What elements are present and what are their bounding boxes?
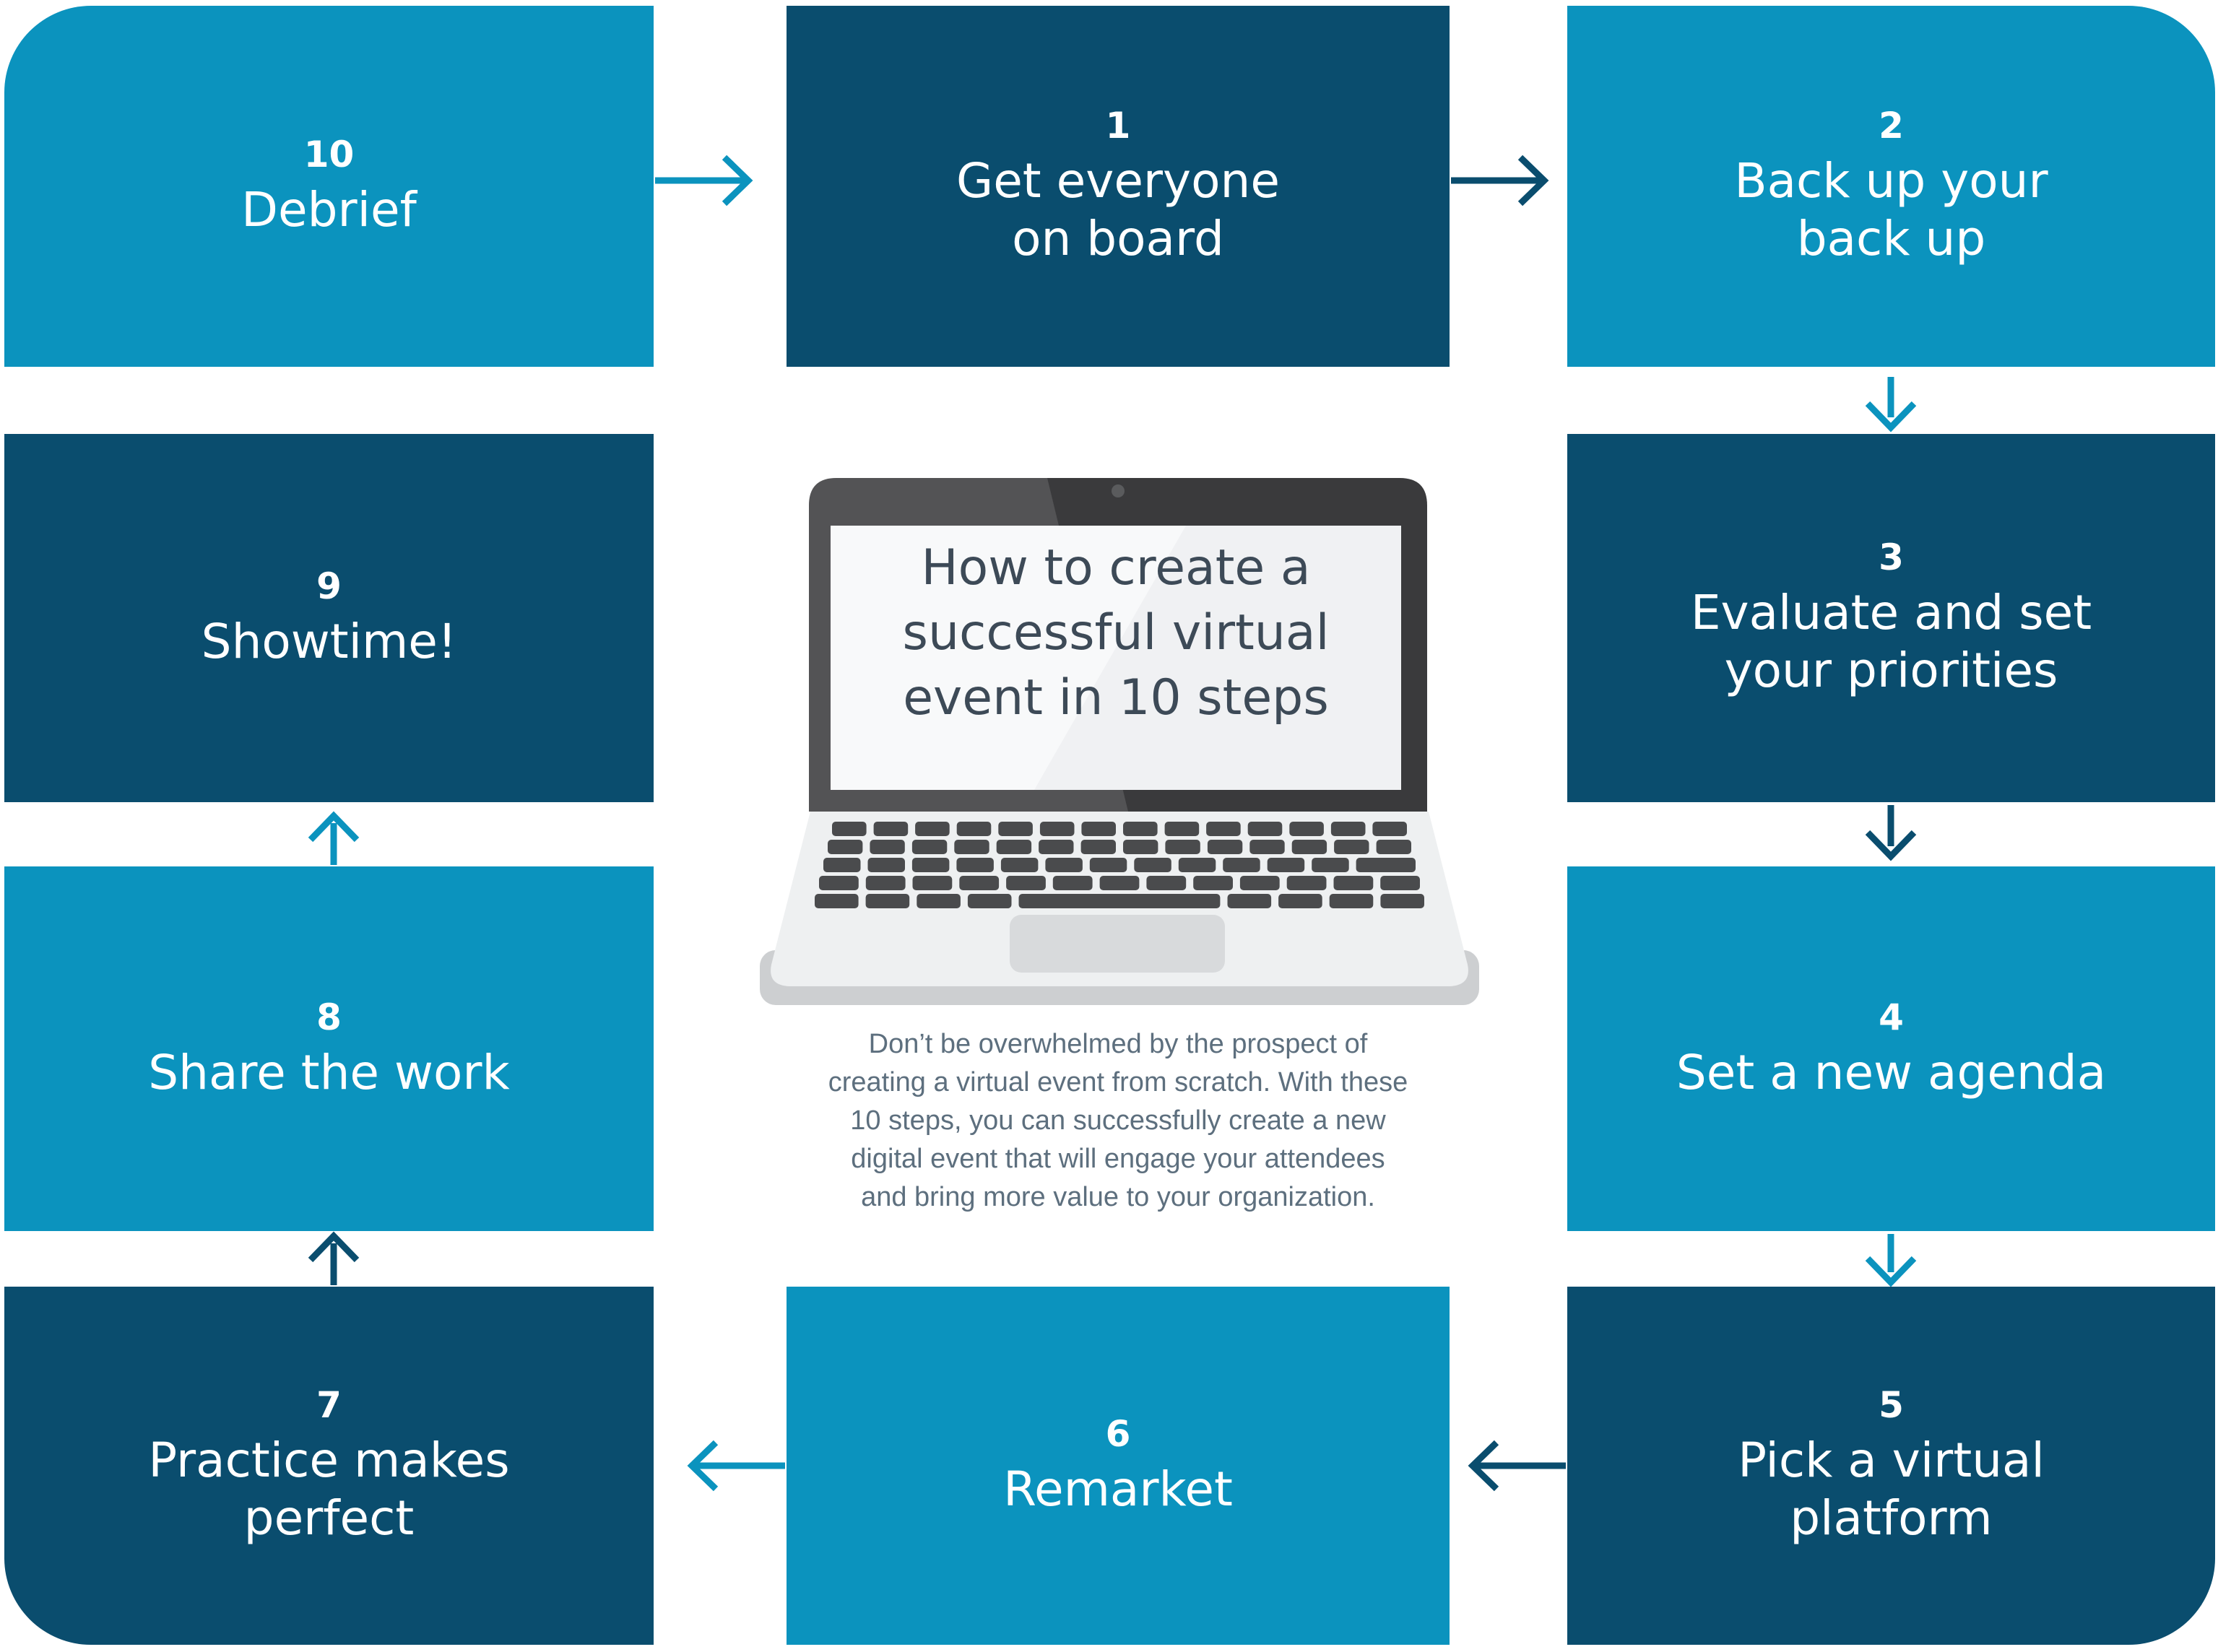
step-number: 10 bbox=[303, 134, 355, 175]
step-label: Set a new agenda bbox=[1676, 1044, 2107, 1100]
arrow-step1-to-step2 bbox=[1451, 155, 1549, 206]
arrow-step3-to-step4 bbox=[1865, 805, 1917, 861]
laptop-icon bbox=[760, 478, 1479, 1005]
step-box-5: 5 Pick a virtual platform bbox=[1567, 1287, 2215, 1645]
step-label: Evaluate and set your priorities bbox=[1690, 585, 2092, 698]
step-label: Debrief bbox=[241, 182, 417, 238]
arrow-step7-to-step8 bbox=[308, 1231, 360, 1285]
step-box-4: 4 Set a new agenda bbox=[1567, 866, 2215, 1231]
arrow-step10-to-step1 bbox=[655, 155, 753, 206]
step-number: 1 bbox=[1105, 105, 1131, 147]
step-number: 5 bbox=[1879, 1384, 1904, 1426]
step-label: Remarket bbox=[1003, 1461, 1233, 1517]
arrow-step6-to-step7 bbox=[687, 1440, 785, 1492]
trackpad bbox=[1010, 915, 1225, 973]
step-number: 3 bbox=[1879, 536, 1904, 578]
step-box-7: 7 Practice makes perfect bbox=[4, 1287, 654, 1645]
arrow-step2-to-step3 bbox=[1865, 377, 1917, 432]
screen-sheen bbox=[831, 526, 1186, 790]
step-box-9: 9 Showtime! bbox=[4, 434, 654, 802]
step-label: Practice makes perfect bbox=[148, 1433, 510, 1546]
step-label: Back up your back up bbox=[1734, 153, 2048, 266]
step-box-8: 8 Share the work bbox=[4, 866, 654, 1231]
step-label: Pick a virtual platform bbox=[1738, 1433, 2045, 1546]
arrow-step5-to-step6 bbox=[1468, 1440, 1566, 1492]
step-number: 7 bbox=[316, 1384, 342, 1426]
step-number: 6 bbox=[1105, 1413, 1131, 1455]
step-label: Share the work bbox=[148, 1044, 510, 1100]
step-box-6: 6 Remarket bbox=[787, 1287, 1450, 1645]
step-number: 2 bbox=[1879, 105, 1904, 147]
keyboard-keys bbox=[815, 822, 1424, 908]
step-number: 4 bbox=[1879, 996, 1904, 1038]
step-box-10: 10 Debrief bbox=[4, 6, 654, 367]
webcam-icon bbox=[1112, 484, 1125, 497]
step-number: 8 bbox=[316, 996, 342, 1038]
step-box-1: 1 Get everyone on board bbox=[787, 6, 1450, 367]
intro-paragraph: Don’t be overwhelmed by the prospect of … bbox=[828, 1029, 1408, 1212]
page-title: How to create a successful virtual event… bbox=[902, 539, 1330, 726]
step-box-2: 2 Back up your back up bbox=[1567, 6, 2215, 367]
step-number: 9 bbox=[316, 565, 342, 607]
arrow-step4-to-step5 bbox=[1865, 1234, 1917, 1287]
step-label: Showtime! bbox=[201, 614, 457, 669]
step-box-3: 3 Evaluate and set your priorities bbox=[1567, 434, 2215, 802]
arrow-step8-to-step9 bbox=[308, 811, 360, 865]
step-label: Get everyone on board bbox=[956, 153, 1280, 266]
